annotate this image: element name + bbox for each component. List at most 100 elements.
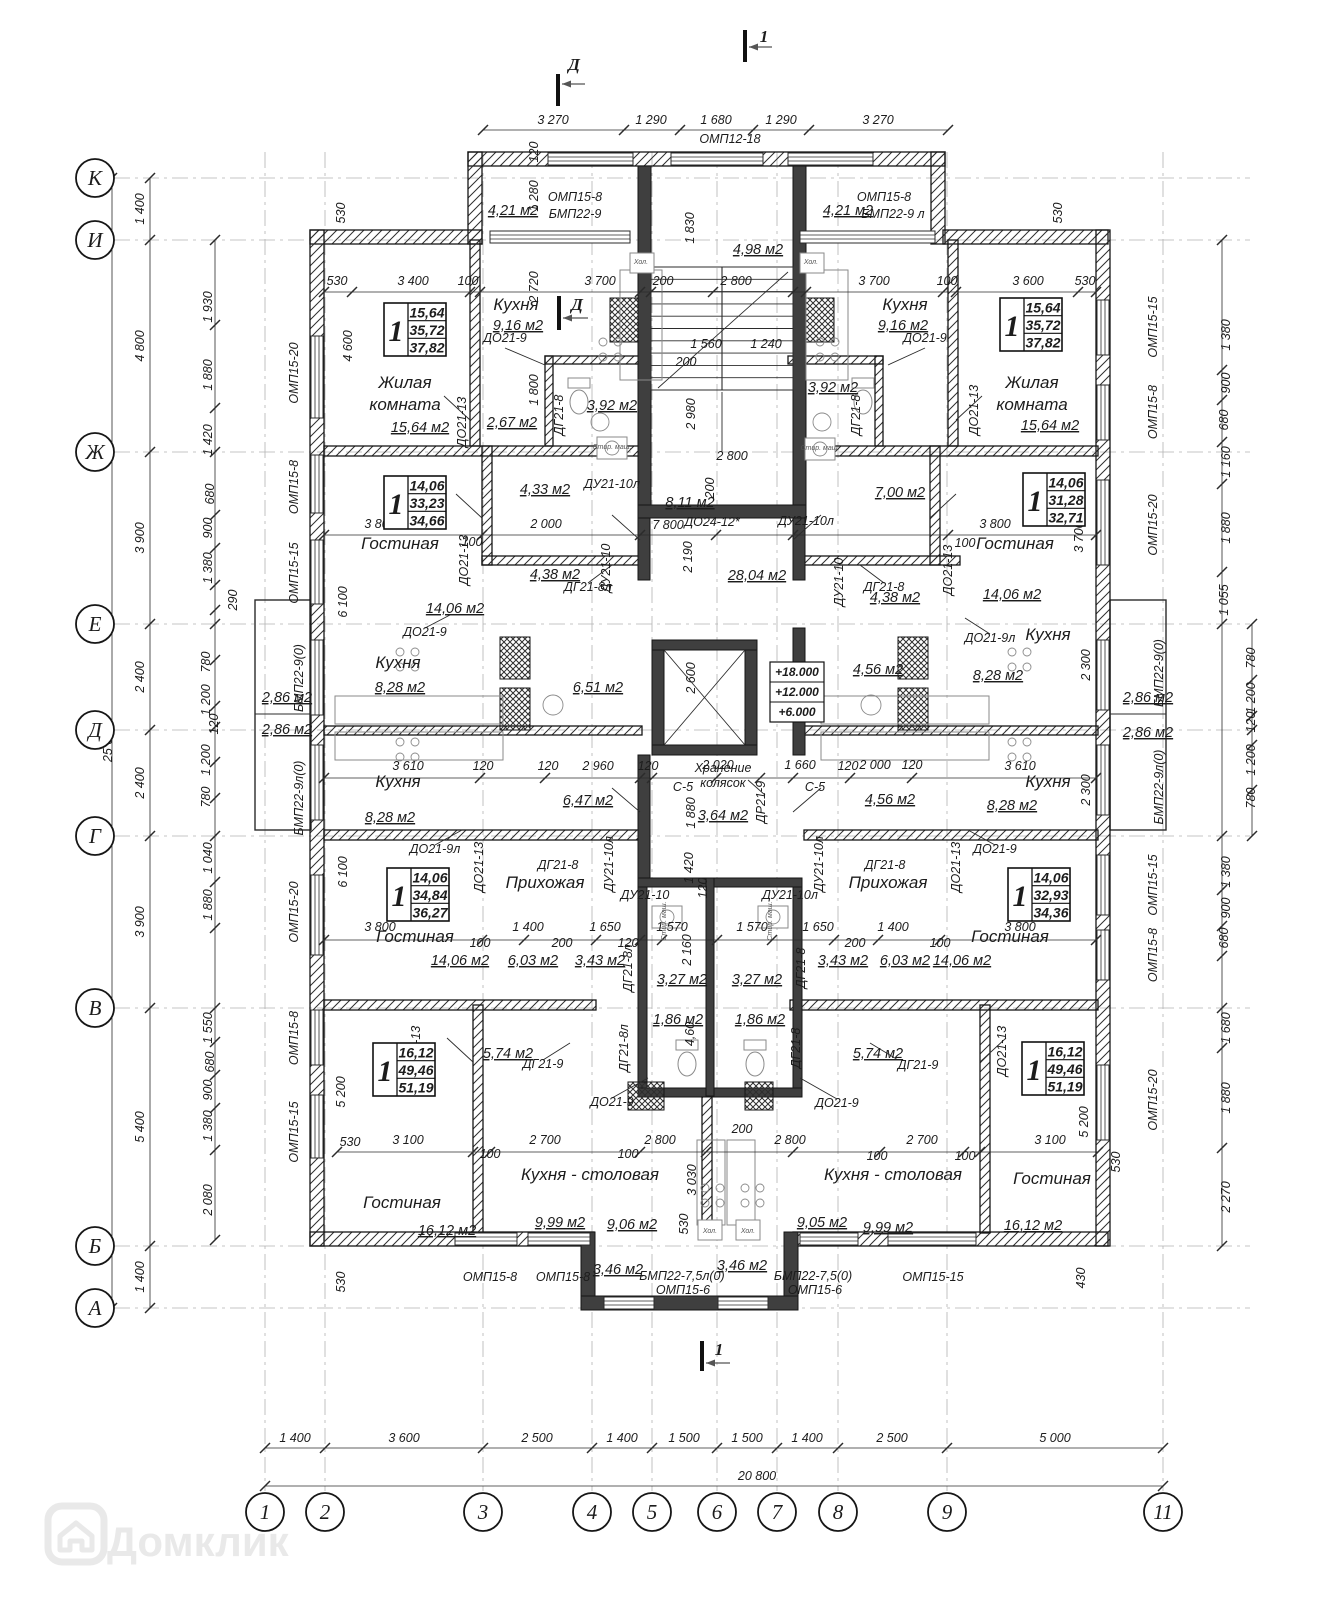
- stamp-living-area: 14,06: [1033, 870, 1068, 886]
- section-arrow-head: [749, 43, 758, 51]
- dim-text: 2 960: [581, 759, 613, 773]
- dim-text: 680: [1217, 410, 1231, 431]
- dim-tick: [787, 286, 799, 298]
- dim-tick: [144, 1240, 156, 1252]
- dim-text: 2 800: [773, 1133, 805, 1147]
- door-window-label: ОМП15-8: [857, 190, 911, 204]
- dim-tick: [766, 934, 778, 946]
- dim-text: 100: [458, 274, 479, 288]
- section-mark-label: 1: [715, 1340, 724, 1359]
- door-window-label: ДО21-13: [949, 842, 963, 895]
- stove-burner: [1022, 737, 1032, 747]
- axis-circle: [818, 1492, 858, 1532]
- stove-burner: [395, 647, 405, 657]
- dim-text: 2 160: [680, 934, 694, 966]
- area-label: 4,38 м2: [530, 567, 580, 583]
- dim-tick: [1072, 286, 1084, 298]
- dim-text: 6 100: [336, 586, 350, 617]
- dim-text: 4 800: [133, 330, 147, 361]
- dim-text: 1 290: [635, 113, 666, 127]
- section-mark-label: 1: [760, 27, 769, 46]
- dim-text: 2 270: [1219, 1181, 1233, 1213]
- dim-tick: [1216, 1142, 1228, 1154]
- dim-tick: [1246, 739, 1258, 751]
- axis-label: 8: [833, 1500, 844, 1524]
- dim-text: 3 700: [584, 274, 615, 288]
- wall-loadbearing: [637, 877, 803, 888]
- axis-circle: [632, 1492, 672, 1532]
- door-window-label: ДО21-13: [941, 545, 955, 598]
- door-window-label: ДГ21-8л: [621, 944, 635, 994]
- door-window-label: БМП22-9(0): [292, 644, 306, 712]
- dim-tick: [467, 1146, 479, 1158]
- wall: [544, 355, 641, 365]
- door-window-label: ДО21-13: [457, 535, 471, 588]
- dim-tick: [331, 1146, 343, 1158]
- area-label: 4,98 м2: [733, 242, 783, 258]
- dim-tick: [259, 1480, 271, 1492]
- axis-circle: [572, 1492, 612, 1532]
- dim-text: 530: [677, 1214, 691, 1235]
- dim-tick: [1216, 1002, 1228, 1014]
- sink: [812, 412, 832, 432]
- wall: [803, 555, 961, 566]
- apartment-stamp: [1022, 472, 1086, 527]
- dim-tick: [800, 286, 812, 298]
- dim-text: 100: [867, 1149, 888, 1163]
- fixture-label: Хол.: [633, 259, 648, 266]
- area-label: 5,74 м2: [483, 1046, 533, 1062]
- room-label: Гостиная: [976, 534, 1054, 553]
- wall: [323, 829, 643, 841]
- door-window-label: ДГ21-9: [521, 1057, 564, 1071]
- area-label: 8,28 м2: [973, 668, 1023, 684]
- area-label: 3,92 м2: [587, 398, 637, 414]
- door-window-label: Хранение: [694, 761, 752, 775]
- dim-tick: [209, 830, 221, 842]
- kitchen-counter: [820, 731, 990, 761]
- dim-text: 1 500: [668, 1431, 699, 1445]
- dim-text: 3 700: [1072, 521, 1086, 552]
- door-window-label: БМП22-7,5(0): [774, 1269, 852, 1283]
- dim-tick: [1246, 784, 1258, 796]
- sink: [860, 694, 882, 716]
- dim-text: 1 290: [765, 113, 796, 127]
- dim-text: 120: [207, 714, 221, 735]
- wall: [323, 999, 597, 1011]
- dim-tick: [209, 509, 221, 521]
- door-window-label: ОМП15-15: [902, 1270, 963, 1284]
- dim-tick: [754, 772, 766, 784]
- room-label: Кухня: [882, 295, 927, 314]
- door-window-label: ОМП15-15: [1146, 854, 1160, 915]
- dim-tick: [209, 542, 221, 554]
- dim-tick: [634, 529, 646, 541]
- axis-circle: [75, 1226, 115, 1266]
- stamp-rooms-count: 1: [389, 315, 404, 348]
- room-label: Жилая: [1004, 373, 1058, 392]
- window: [787, 152, 874, 166]
- door-window-label: ОМП12-18: [699, 132, 760, 146]
- axis-label: 6: [712, 1500, 723, 1524]
- door-window-label: ОМП15-8: [1146, 385, 1160, 439]
- dim-text: 2 500: [520, 1431, 552, 1445]
- stove-burner: [700, 1198, 710, 1208]
- dim-tick: [144, 446, 156, 458]
- window: [310, 454, 324, 514]
- detail-line: [611, 1077, 649, 1099]
- dim-tick: [1216, 950, 1228, 962]
- dim-tick: [539, 772, 551, 784]
- axis-label: В: [89, 996, 102, 1020]
- dim-tick: [1090, 529, 1102, 541]
- room-label: Кухня - столовая: [824, 1165, 962, 1184]
- dim-text: 20 800: [737, 1469, 776, 1483]
- stove-burner: [755, 1183, 765, 1193]
- dim-text: 3 610: [1004, 759, 1035, 773]
- dim-tick: [209, 1102, 221, 1114]
- dim-tick: [144, 1002, 156, 1014]
- dim-tick: [1216, 618, 1228, 630]
- window: [527, 1232, 591, 1246]
- stamp-rooms-count: 1: [1013, 880, 1028, 913]
- stove-burner: [410, 752, 420, 762]
- axis-circle: [75, 816, 115, 856]
- door-window-label: ОМП15-15: [287, 1101, 301, 1162]
- door-window-label: ДУ21-10: [832, 558, 846, 609]
